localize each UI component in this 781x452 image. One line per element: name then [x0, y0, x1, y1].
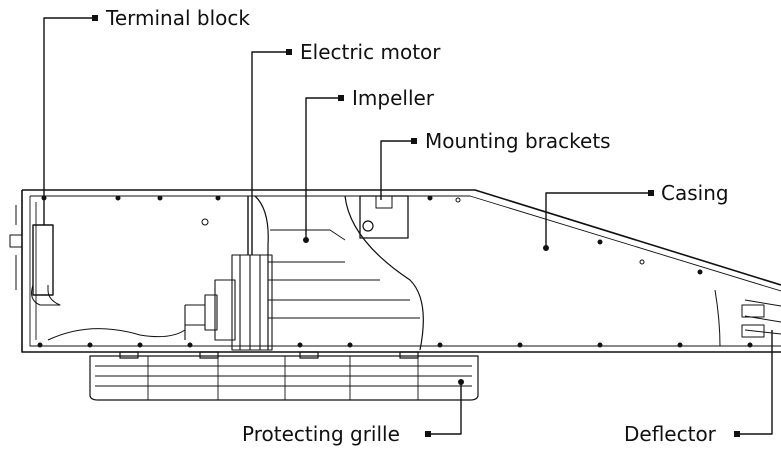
leader-terminal-block	[43, 17, 94, 225]
impeller-label: Impeller	[352, 86, 435, 110]
electric-motor-label: Electric motor	[300, 40, 441, 64]
leader-mounting-brackets	[380, 140, 413, 200]
deflector-label: Deflector	[624, 422, 716, 446]
casing-label: Casing	[661, 181, 729, 205]
leader-casing	[545, 192, 650, 248]
deflector	[714, 289, 781, 347]
impeller-housing	[254, 195, 424, 351]
leader-electric-motor	[251, 51, 288, 255]
protecting-grille-label: Protecting grille	[242, 422, 400, 446]
terminal-block	[32, 224, 54, 296]
terminal-block-label: Terminal block	[106, 6, 250, 30]
mounting-bracket	[359, 195, 409, 239]
casing-inner-line	[29, 195, 781, 347]
protecting-grille	[89, 351, 479, 401]
casing-outline	[21, 189, 781, 353]
leader-impeller	[305, 97, 340, 240]
mounting-brackets-label: Mounting brackets	[425, 129, 611, 153]
leader-deflector	[740, 330, 773, 435]
leader-protecting-grille	[430, 382, 462, 435]
electric-motor	[184, 196, 273, 351]
